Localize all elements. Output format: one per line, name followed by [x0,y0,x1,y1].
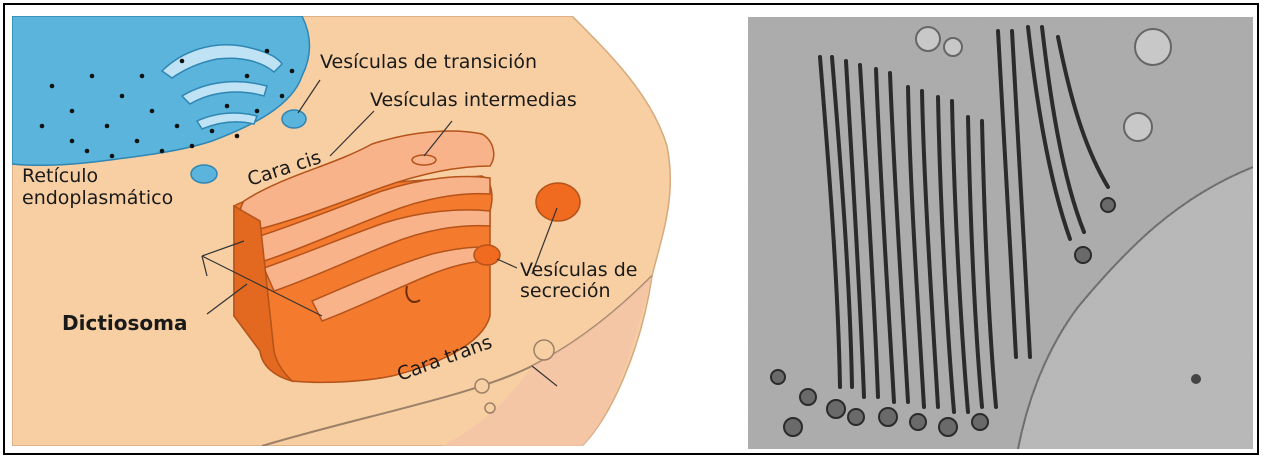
exocytosis-vesicle-3 [485,403,495,413]
label-secretion-line2: secreción [520,280,611,302]
golgi-micrograph [748,17,1253,449]
label-secretion-line1: Vesículas de [520,259,638,281]
exocytosis-vesicle-2 [475,379,489,393]
intermediate-vesicle [412,155,436,165]
label-transition-vesicles: Vesículas de transición [320,51,537,73]
exocytosis-vesicle-1 [534,340,554,360]
golgi-diagram: Vesículas de transición Vesículas interm… [12,16,712,446]
label-intermediate-vesicles: Vesículas intermedias [370,89,577,111]
label-er-line1: Retículo [22,165,98,187]
dark-particle [1191,374,1201,384]
label-dictyosome: Dictiosoma [62,311,187,335]
label-er-line2: endoplasmático [22,187,173,209]
secretion-vesicle-small [474,245,500,265]
transition-vesicle-1 [282,110,306,128]
transition-vesicle-2 [191,165,217,183]
secretion-vesicle-large [536,183,580,221]
